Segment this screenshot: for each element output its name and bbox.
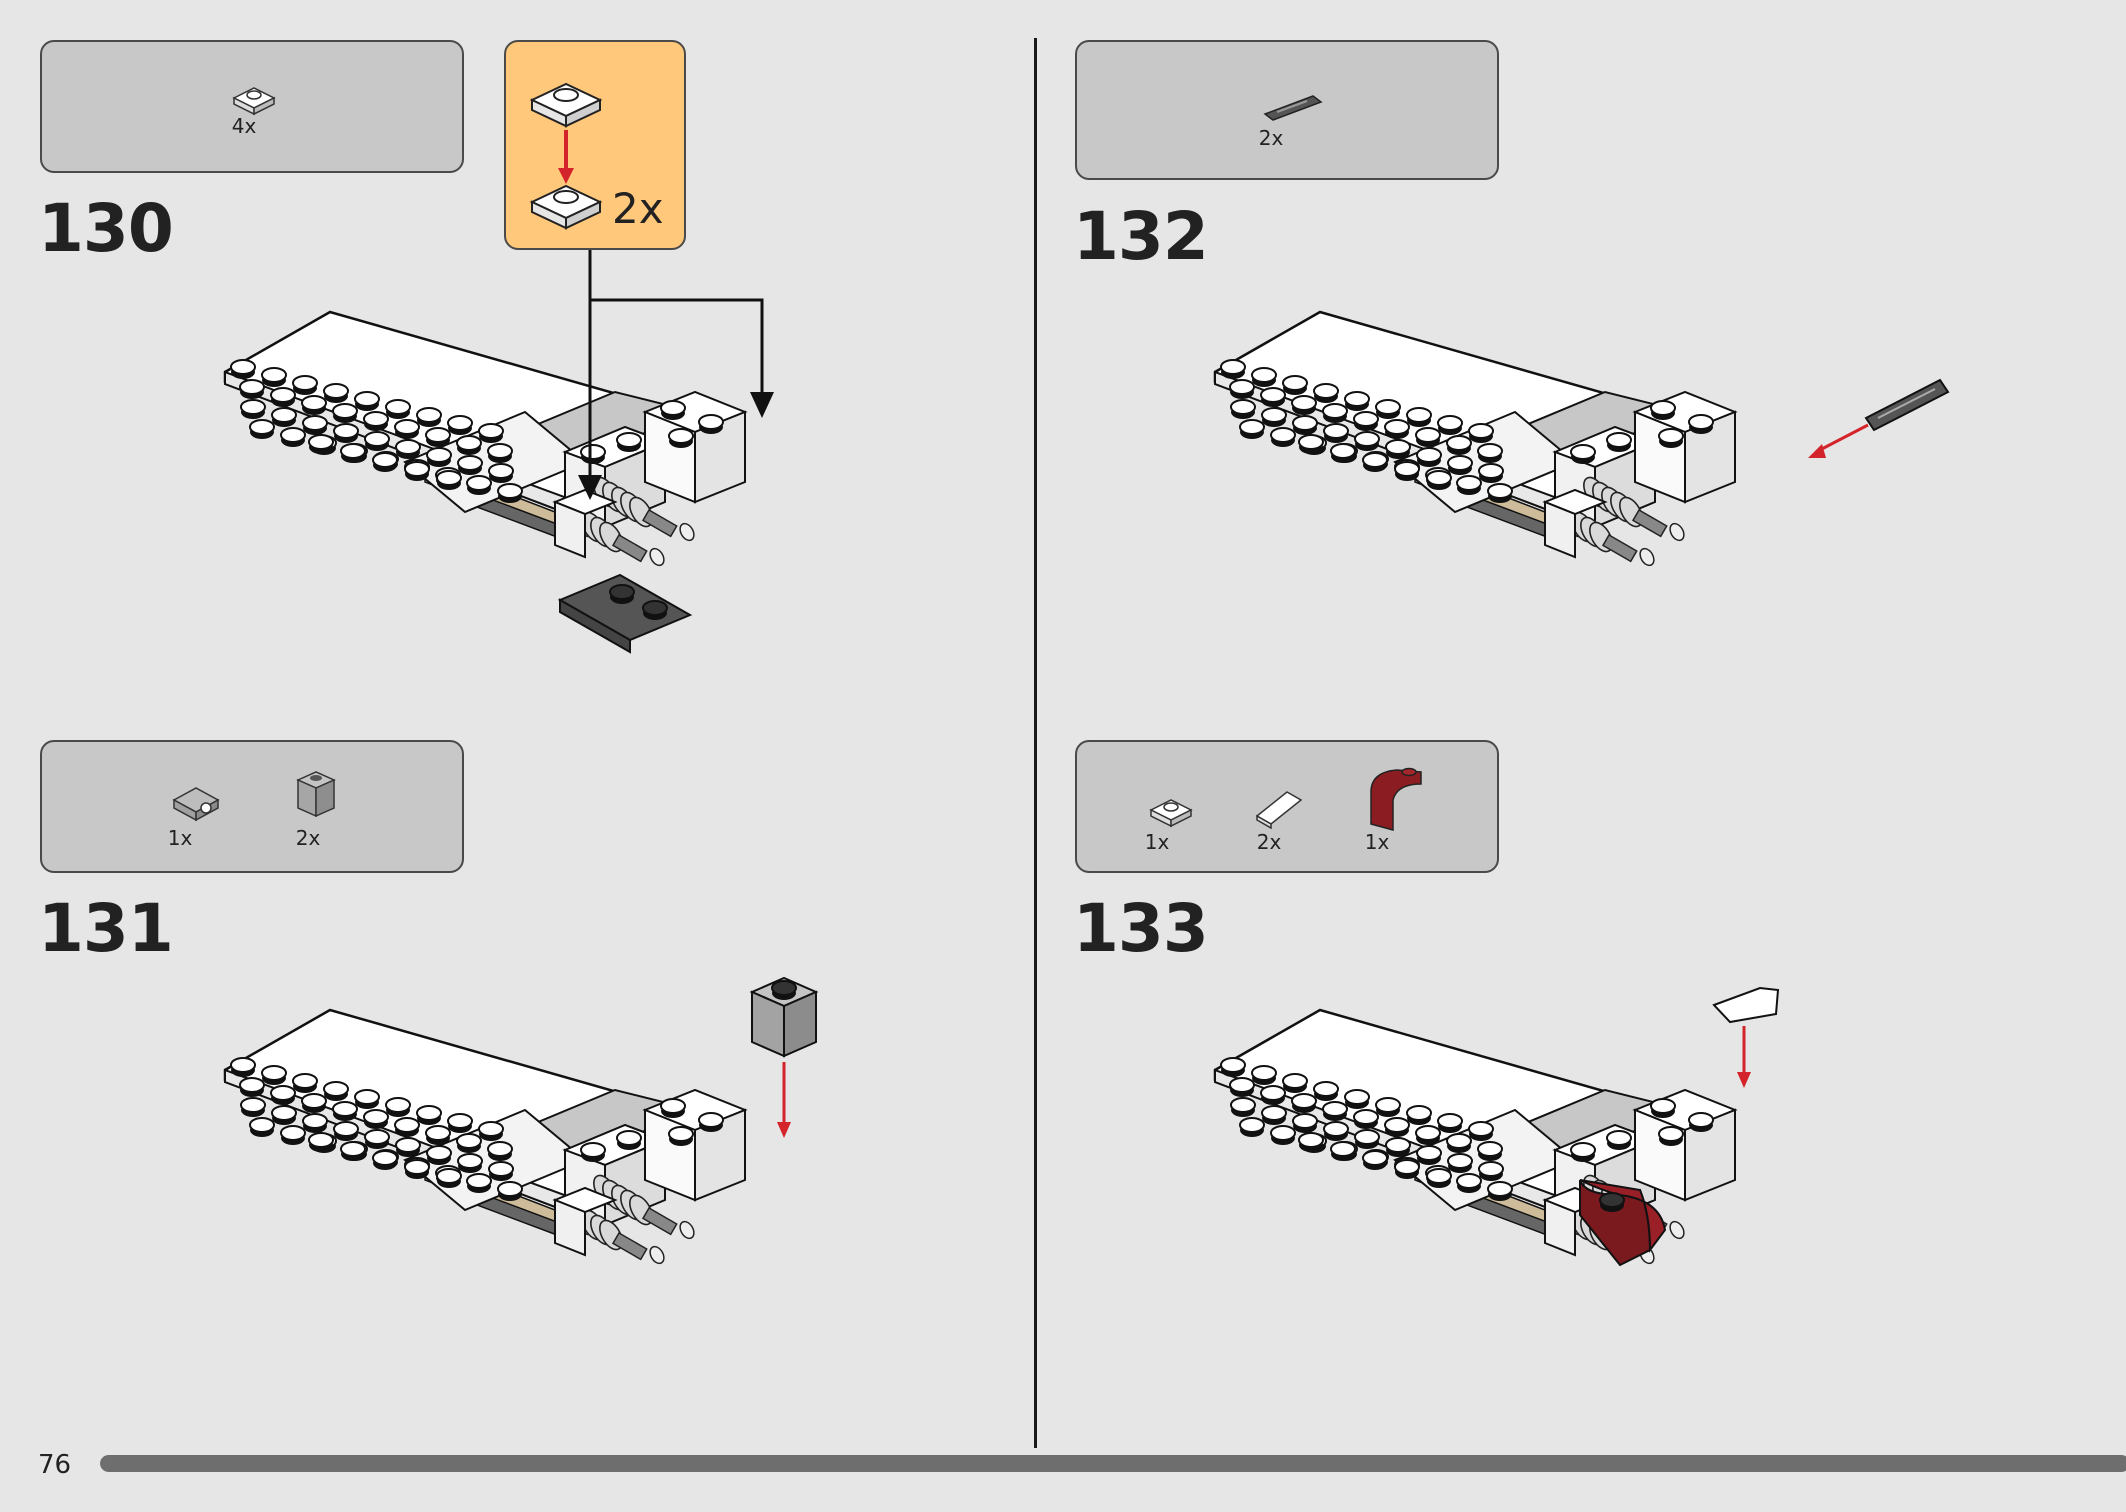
sub-assembly-diagram xyxy=(529,82,603,230)
sub-assembly-qty: 2x xyxy=(612,184,664,233)
part-qty: 2x xyxy=(295,826,321,850)
step-number: 131 xyxy=(38,890,174,967)
part-qty: 1x xyxy=(1144,830,1170,854)
parts-box-step-133: 1x 2x 1x xyxy=(1075,740,1499,873)
part-qty: 4x xyxy=(231,114,257,138)
dark-red-curved-brick-icon xyxy=(1370,767,1422,831)
page-number: 76 xyxy=(38,1450,72,1480)
step-number: 133 xyxy=(1073,890,1209,967)
white-plate-1x1-icon xyxy=(529,184,603,230)
part-qty: 2x xyxy=(1256,830,1282,854)
white-slope-icon xyxy=(1712,986,1780,1024)
gray-brick-1x1-icon xyxy=(749,976,819,1058)
part-qty: 2x xyxy=(1258,126,1284,150)
parts-box-step-130: 4x xyxy=(40,40,464,173)
model-assembly-step-132 xyxy=(1213,310,1738,567)
model-assembly-step-133 xyxy=(1213,1008,1738,1265)
dark-red-curved-brick xyxy=(1579,1179,1667,1267)
parts-box-step-132: 2x xyxy=(1075,40,1499,180)
dark-gray-plate xyxy=(557,573,693,654)
step-130-arrows xyxy=(578,250,774,500)
white-plate-1x1-icon xyxy=(232,87,276,116)
part-qty: 1x xyxy=(1364,830,1390,854)
sub-assembly-callout: 2x xyxy=(504,40,686,250)
part-qty: 1x xyxy=(167,826,193,850)
red-arrow-head xyxy=(1808,444,1826,458)
dark-gray-bar-icon xyxy=(1263,95,1323,121)
progress-bar-fill xyxy=(100,1455,2126,1472)
model-assembly-step-131 xyxy=(223,1008,748,1265)
step-number: 132 xyxy=(1073,198,1209,275)
red-arrow-head xyxy=(1737,1072,1751,1088)
step-number: 130 xyxy=(38,190,174,267)
gray-bracket-icon xyxy=(172,787,220,822)
model-assembly-step-130 xyxy=(223,310,748,567)
red-arrow xyxy=(1815,423,1869,454)
gray-brick-1x1-icon xyxy=(296,771,336,818)
progress-bar xyxy=(100,1455,2126,1472)
red-arrow-head xyxy=(777,1122,791,1138)
white-plate-1x1-icon xyxy=(529,82,603,128)
dark-gray-bar-icon xyxy=(1864,378,1950,432)
white-slope-icon xyxy=(1255,791,1303,830)
page-divider xyxy=(1034,38,1037,1448)
white-plate-1x1-icon xyxy=(1149,799,1193,828)
parts-box-step-131: 1x 2x xyxy=(40,740,464,873)
